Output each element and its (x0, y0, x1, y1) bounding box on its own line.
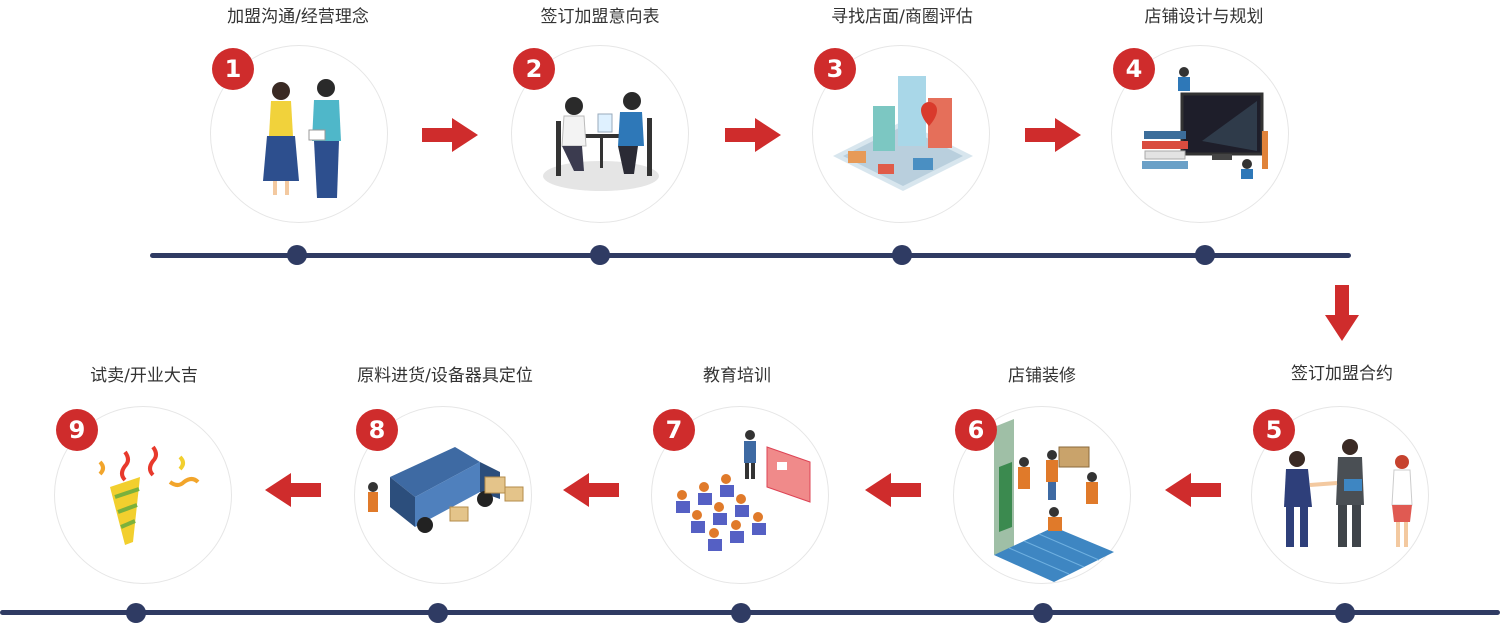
step-9-title: 试卖/开业大吉 (90, 366, 198, 386)
step-1-circle: 1 (210, 45, 388, 223)
people-talking-icon (263, 79, 341, 198)
city-map-icon (833, 76, 973, 191)
step-1-badge: 1 (212, 48, 254, 90)
step-9-circle: 9 (54, 406, 232, 584)
arrow-right-icon (1025, 118, 1081, 152)
timeline-dot-4 (1195, 245, 1215, 265)
step-1-title: 加盟沟通/经营理念 (227, 7, 369, 27)
step-7-title: 教育培训 (703, 366, 771, 386)
step-2-circle: 2 (511, 45, 689, 223)
timeline-dot-1 (287, 245, 307, 265)
arrow-down-icon (1325, 285, 1359, 341)
timeline-dot-7 (731, 603, 751, 623)
step-3-circle: 3 (812, 45, 990, 223)
step-3-title: 寻找店面/商圈评估 (831, 7, 973, 27)
step-5-circle: 5 (1251, 406, 1429, 584)
classroom-training-icon (676, 430, 811, 551)
arrow-left-icon (265, 473, 321, 507)
timeline-dot-2 (590, 245, 610, 265)
handshake-contract-icon (1284, 439, 1413, 547)
step-6-circle: 6 (953, 406, 1131, 584)
step-4-circle: 4 (1111, 45, 1289, 223)
arrow-left-icon (865, 473, 921, 507)
step-6-title: 店铺装修 (1008, 366, 1076, 386)
arrow-left-icon (563, 473, 619, 507)
timeline-dot-5 (1335, 603, 1355, 623)
step-4-title: 店铺设计与规划 (1144, 7, 1264, 27)
meeting-table-icon (543, 92, 659, 191)
step-8-badge: 8 (356, 409, 398, 451)
step-9-badge: 9 (56, 409, 98, 451)
party-popper-icon (98, 445, 200, 545)
arrow-right-icon (725, 118, 781, 152)
arrow-right-icon (422, 118, 478, 152)
step-2-title: 签订加盟意向表 (540, 7, 660, 27)
step-6-badge: 6 (955, 409, 997, 451)
design-screen-icon (1142, 67, 1268, 179)
timeline-dot-8 (428, 603, 448, 623)
step-7-badge: 7 (653, 409, 695, 451)
arrow-left-icon (1165, 473, 1221, 507)
timeline-dot-6 (1033, 603, 1053, 623)
step-7-circle: 7 (651, 406, 829, 584)
timeline-top (150, 253, 1351, 258)
timeline-dot-3 (892, 245, 912, 265)
timeline-dot-9 (126, 603, 146, 623)
store-renovation-icon (994, 419, 1114, 582)
step-8-circle: 8 (354, 406, 532, 584)
step-5-title: 签订加盟合约 (1291, 364, 1393, 384)
step-3-badge: 3 (814, 48, 856, 90)
step-4-badge: 4 (1113, 48, 1155, 90)
delivery-truck-icon (368, 447, 524, 533)
step-5-badge: 5 (1253, 409, 1295, 451)
step-2-badge: 2 (513, 48, 555, 90)
step-8-title: 原料进货/设备器具定位 (357, 366, 533, 386)
